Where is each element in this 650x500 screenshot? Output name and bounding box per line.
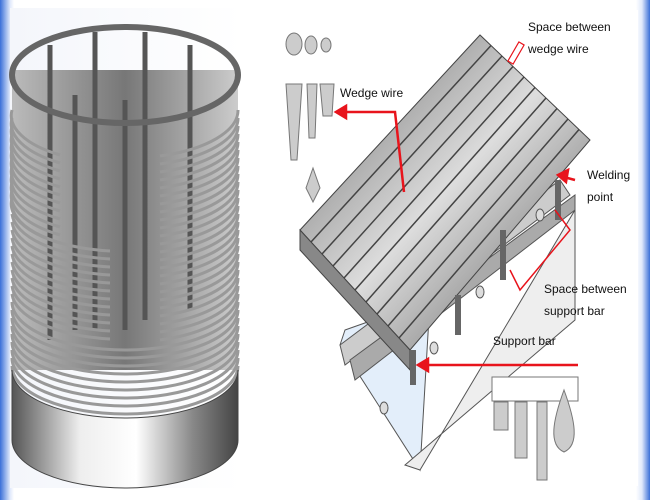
wedge-wire-stripe [365,97,547,303]
wedge-wire-panel [299,34,591,472]
callout-lines [333,41,578,374]
support-bars [410,180,561,385]
wire-ring [10,229,240,278]
wedge-wire-stripe [310,44,492,243]
wire-ring [10,213,240,262]
label-space-between-wedge-wire: Space between wedge wire [528,16,611,60]
wire-ring [9,157,240,206]
wire-ring [9,181,240,230]
wire-ring [10,277,240,326]
wedge-wire-stripe [354,87,536,291]
wire-ring [10,333,240,384]
wire-ring [10,221,240,270]
wire-ring [10,357,240,408]
wire-ring [9,117,240,166]
wire-ring [10,341,240,392]
wire-ring [9,149,240,198]
wire-ring [9,109,240,158]
support-profile-shapes [491,376,579,481]
wire-ring [10,253,240,302]
wedge-wire-stripe [387,118,569,327]
label-line: Space between [544,282,627,296]
label-wedge-wire: Wedge wire [340,86,404,100]
support-rods [47,32,193,340]
wire-ring [9,125,240,174]
label-line: Welding [587,168,631,182]
wire-profile-shapes [285,32,335,204]
wedge-wire-stripe [321,55,503,255]
wire-ring [10,301,240,352]
wire-ring [10,245,240,294]
wedge-wire-screen-cylinder [9,24,241,489]
wire-ring [10,269,240,318]
label-line: support bar [544,304,605,318]
wire-ring [10,237,240,286]
label-welding-point: Welding point [587,164,630,208]
wire-ring [10,317,240,368]
wire-ring [9,173,240,222]
label-line: point [587,190,614,204]
wedge-wire-stripe [376,108,558,315]
label-support-bar: Support bar [493,334,556,348]
wedge-wire-stripe [343,76,525,279]
wire-ring [10,285,240,334]
wire-ring [10,309,240,360]
wire-ring [10,293,240,342]
wire-ring [9,133,240,182]
wire-ring [9,189,240,238]
wire-ring [10,205,240,254]
wire-ring [9,165,240,214]
wire-ring [10,349,240,400]
wire-ring [10,365,240,416]
label-space-between-support-bar: Space between support bar [544,278,627,322]
bolt-holes [379,208,545,415]
wedge-wire-stripe [398,129,580,339]
wedge-wire-stripe [332,65,514,267]
wire-rings [9,109,240,416]
label-line: Space between [528,20,611,34]
label-line: wedge wire [528,42,589,56]
wire-ring [10,261,240,310]
wire-ring [9,141,240,190]
wire-ring [10,325,240,376]
